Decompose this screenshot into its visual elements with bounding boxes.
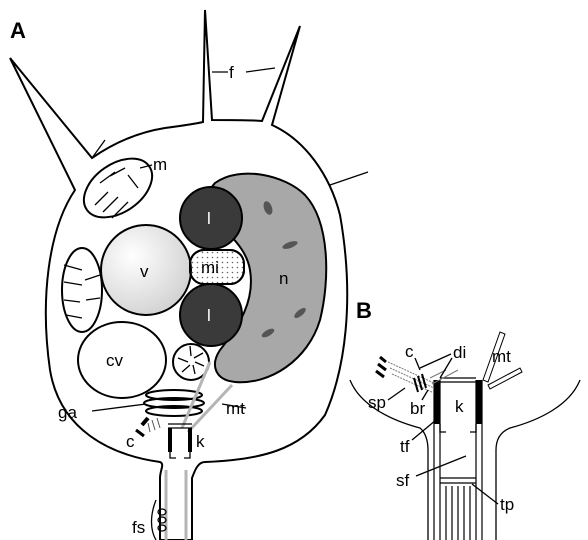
label-ga: ga [58, 403, 77, 422]
lipid-droplet-bottom [180, 284, 242, 346]
label-c: c [126, 432, 135, 451]
label-di: di [453, 343, 466, 362]
label-sp: sp [368, 393, 386, 412]
lipid-droplet-top [180, 187, 242, 249]
sf-leader [416, 456, 466, 476]
panel-a: A f m v cv [10, 10, 368, 540]
mitochondrion-left [62, 248, 102, 332]
panel-a-letter: A [10, 18, 26, 43]
label-fs: fs [132, 518, 145, 537]
label-mt-b: mt [492, 347, 511, 366]
panel-b-membrane-right [496, 380, 580, 540]
label-tp: tp [500, 495, 514, 514]
label-m: m [153, 155, 167, 174]
label-mt: mt [226, 399, 245, 418]
label-v: v [140, 262, 149, 281]
label-k: k [196, 432, 205, 451]
label-c-b: c [405, 342, 414, 361]
label-l-bottom: l [207, 306, 211, 325]
tf-leader [412, 420, 436, 440]
label-sf: sf [396, 471, 410, 490]
label-l-top: l [207, 209, 211, 228]
label-f: f [229, 63, 234, 82]
di-leader [420, 354, 452, 378]
label-mi: mi [201, 258, 219, 277]
sp-leader [388, 388, 405, 400]
spine-right [330, 172, 368, 185]
label-n: n [279, 269, 288, 288]
panel-b: B k mt c [350, 298, 580, 540]
flagella-leader [212, 68, 275, 72]
label-br: br [410, 399, 425, 418]
label-k-b: k [455, 397, 464, 416]
label-tf: tf [400, 437, 410, 456]
c-b-leader [415, 358, 420, 370]
label-cv: cv [106, 351, 124, 370]
panel-b-letter: B [356, 298, 372, 323]
